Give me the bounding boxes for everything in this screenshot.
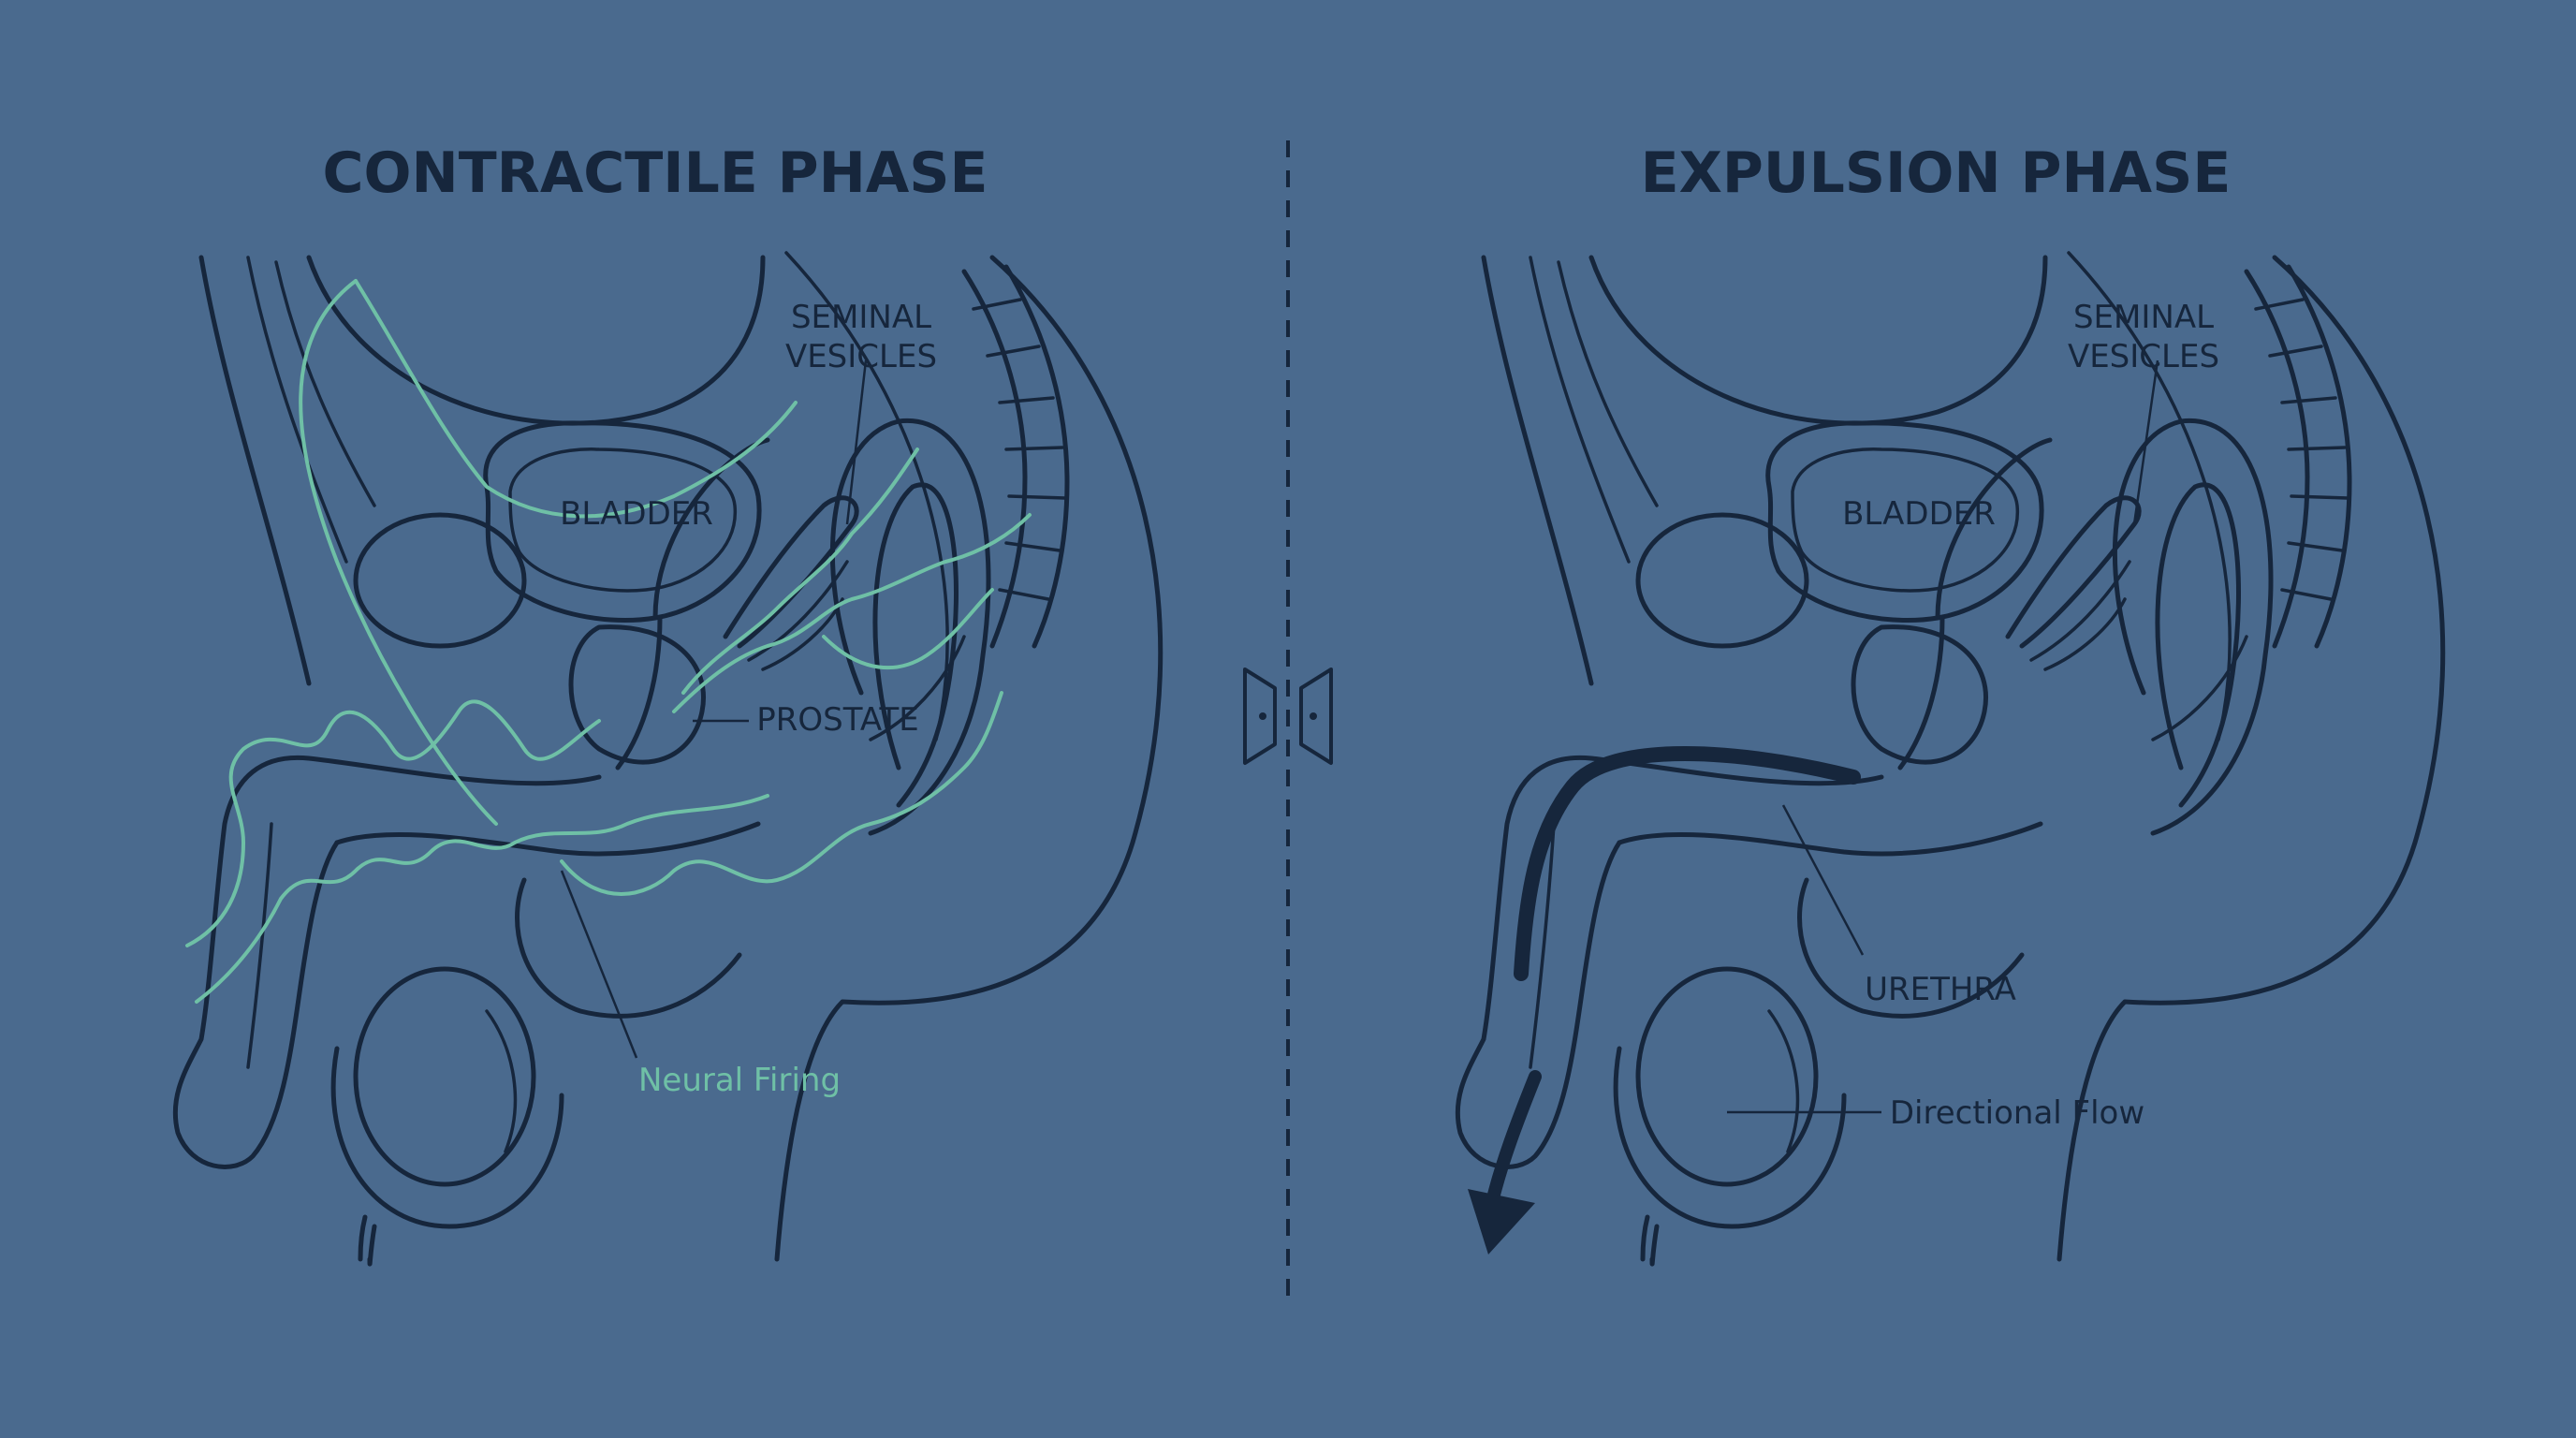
label-directional-flow: Directional Flow (1890, 1094, 2144, 1132)
label-vesicles: VESICLES (785, 338, 937, 375)
expulsion-panel: EXPULSION PHASE SEMINAL VESICLES BLADDER… (1457, 140, 2442, 1264)
label-seminal-right: SEMINAL (2073, 299, 2214, 336)
contractile-phase-title: CONTRACTILE PHASE (322, 140, 988, 206)
phase-transition-icon (1243, 668, 1333, 765)
center-divider (1243, 140, 1333, 1297)
neural-firing-waves (185, 279, 1032, 1004)
directional-flow-arrow (1468, 746, 1861, 1255)
arrowhead-icon (1468, 1189, 1535, 1255)
label-neural-firing: Neural Firing (638, 1062, 841, 1099)
label-prostate: PROSTATE (756, 701, 918, 739)
label-bladder: BLADDER (560, 495, 713, 533)
label-vesicles-right: VESICLES (2068, 338, 2219, 375)
label-bladder-right: BLADDER (1842, 495, 1996, 533)
expulsion-phase-title: EXPULSION PHASE (1641, 140, 2232, 206)
label-seminal: SEMINAL (791, 299, 931, 336)
contractile-panel: CONTRACTILE PHASE SEMINAL VESICLES BLADD… (175, 140, 1160, 1264)
anatomy-illustration-left (175, 253, 1160, 1264)
label-urethra: URETHRA (1865, 971, 2016, 1008)
